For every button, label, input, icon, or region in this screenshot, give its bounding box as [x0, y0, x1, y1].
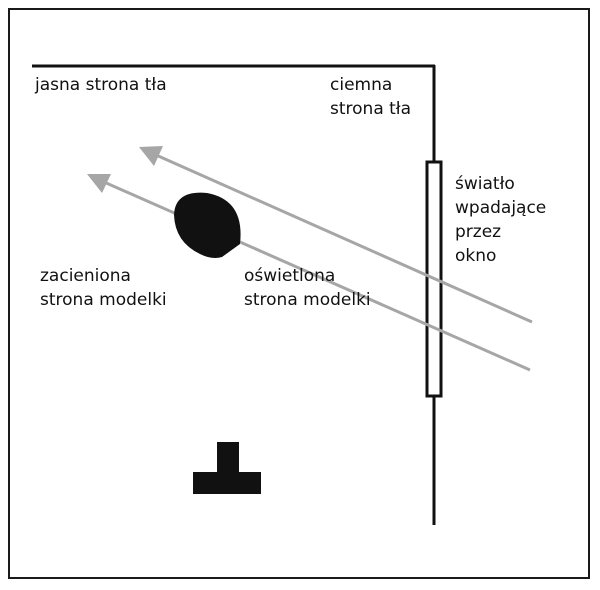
camera-lens: [217, 442, 239, 474]
label-lit-side: oświetlona strona modelki: [244, 266, 371, 310]
label-bright-side: jasna strona tła: [35, 75, 167, 95]
light-ray-lower-arrowhead: [87, 174, 111, 193]
model-head: [174, 192, 241, 258]
diagram-frame: [8, 8, 590, 579]
light-ray-upper: [155, 153, 533, 324]
light-ray-upper-arrowhead: [139, 146, 163, 166]
label-dark-side: ciemna strona tła: [330, 75, 412, 119]
label-window-light: światło wpadające przez okno: [455, 174, 547, 266]
camera-base: [193, 472, 261, 494]
label-shadow-side: zacieniona strona modelki: [40, 266, 167, 310]
